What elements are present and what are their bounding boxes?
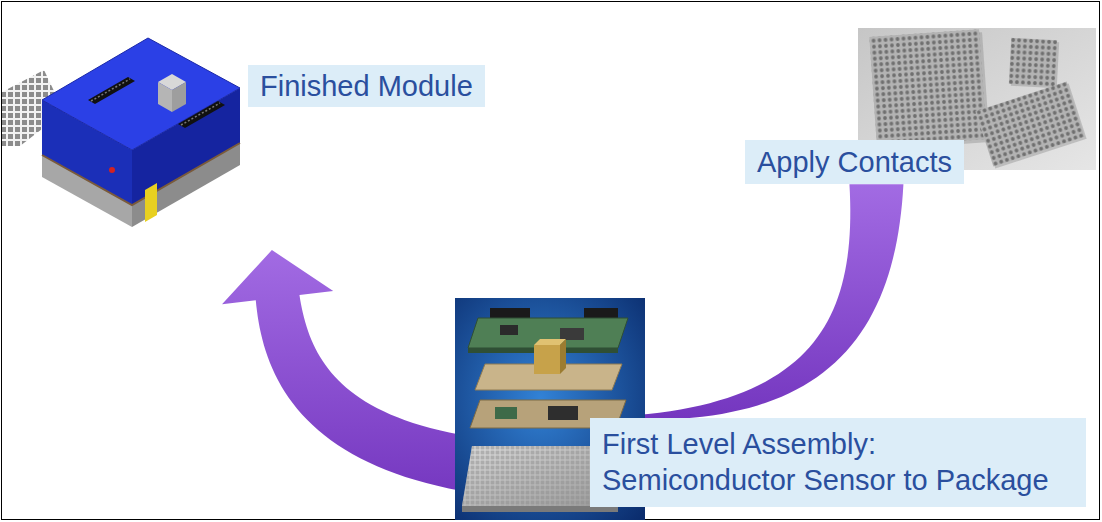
chip xyxy=(495,407,517,419)
sensor-cube xyxy=(158,82,172,112)
connector-pins xyxy=(181,103,220,125)
gold-block xyxy=(534,345,560,374)
plate-edge xyxy=(462,506,618,512)
module-seam xyxy=(42,143,240,205)
module-illustration xyxy=(42,38,240,227)
node-label: First Level Assembly: Semiconductor Sens… xyxy=(602,426,1074,499)
module-top xyxy=(42,38,240,150)
connector-pins xyxy=(91,79,130,101)
connector-strip xyxy=(88,77,135,104)
chip xyxy=(560,328,584,340)
yellow-tag xyxy=(145,183,157,222)
label-box: Apply Contacts xyxy=(745,140,964,184)
indicator-dot xyxy=(109,167,115,173)
label-box: First Level Assembly: Semiconductor Sens… xyxy=(590,418,1086,507)
sensor-cube xyxy=(172,82,186,112)
gold-block xyxy=(560,339,566,374)
node-label: Apply Contacts xyxy=(757,144,952,180)
stage-region: Finished Module xyxy=(35,28,495,250)
contact-grid xyxy=(1009,38,1057,86)
chip xyxy=(500,325,518,335)
board-connector xyxy=(490,308,530,319)
node-label: Finished Module xyxy=(248,65,485,107)
flow-arrow xyxy=(612,184,903,420)
pcb-board xyxy=(468,318,628,348)
board-connector xyxy=(584,308,618,319)
contact-grid xyxy=(869,29,986,146)
chip xyxy=(548,406,578,420)
contact-grid xyxy=(975,82,1084,167)
connector-strip xyxy=(178,101,225,128)
